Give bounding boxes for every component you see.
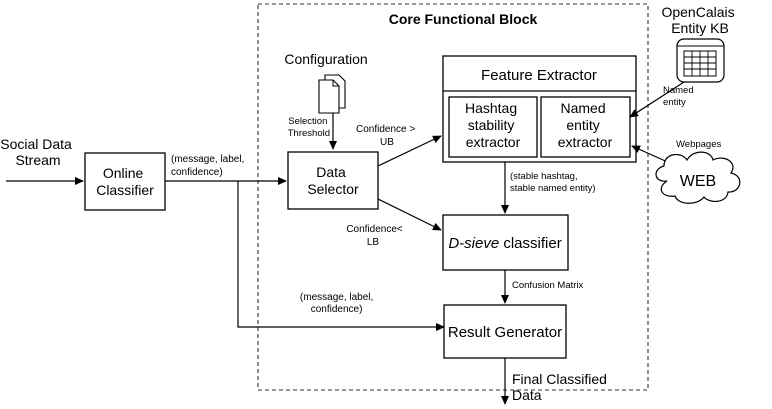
named-entity-edge-label: Named entity: [663, 85, 696, 108]
data-selector-box: [287, 151, 379, 210]
named-entity-extractor-box: [540, 96, 631, 158]
confidence-ub-label: Confidence > UB: [356, 124, 418, 148]
result-generator-label: Result Generator: [448, 324, 562, 341]
hashtag-stability-extractor-box: [448, 96, 538, 158]
selection-threshold-label: Selection Threshold: [288, 116, 330, 139]
social-data-stream-label: Social Data Stream: [0, 136, 75, 168]
final-classified-data-label: Final Classified Data: [512, 371, 611, 403]
core-functional-block: [257, 3, 649, 391]
stable-features-label: (stable hashtag, stable named entity): [510, 171, 596, 194]
dsieve-classifier-box: [442, 214, 569, 271]
online-classifier-label: Online Classifier: [96, 165, 154, 198]
configuration-label: Configuration: [284, 51, 367, 67]
feature-extractor-title: Feature Extractor: [481, 67, 597, 84]
data-selector-label: Data Selector: [307, 164, 359, 197]
selector-to-feature-arrow: [377, 135, 442, 167]
configuration-document-icon: [318, 74, 346, 114]
core-block-title: Core Functional Block: [389, 11, 538, 27]
hashtag-stability-extractor-label: Hashtag stability extractor: [465, 100, 521, 150]
selector-to-dsieve-arrow: [377, 198, 442, 231]
confusion-matrix-label: Confusion Matrix: [512, 280, 584, 291]
confidence-lb-label: Confidence < LB: [346, 224, 405, 248]
dsieve-classifier-label: D-sieve classifier: [448, 235, 561, 252]
opencalais-label: OpenCalais Entity KB: [661, 4, 738, 36]
message-label-confidence-label-2: (message, label, confidence) confidence): [300, 292, 376, 327]
webpages-edge-label: Webpages: [676, 139, 721, 150]
web-label: WEB: [680, 173, 716, 190]
kb-to-named-entity-arrow: [629, 81, 685, 118]
message-label-confidence-label-1: (message, label, confidence): [171, 154, 247, 178]
bypass-to-result-arrow: [237, 181, 445, 331]
database-icon: [676, 38, 725, 83]
web-cloud-icon: [655, 151, 741, 204]
result-generator-box: [443, 304, 567, 359]
named-entity-extractor-label: Named entity extractor: [558, 100, 613, 150]
